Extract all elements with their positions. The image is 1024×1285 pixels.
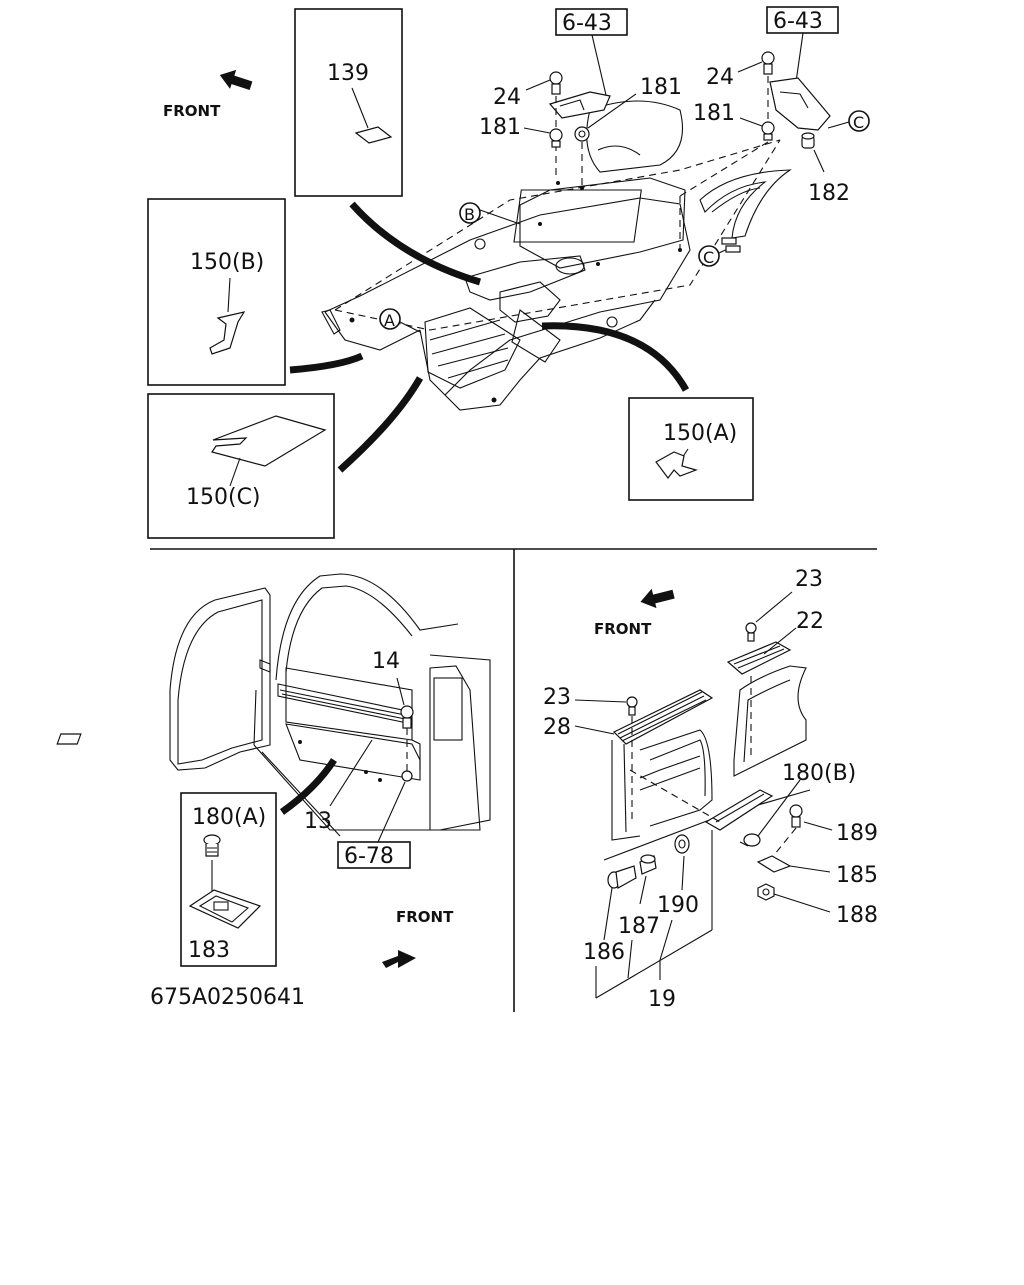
part-label-181-left: 181 bbox=[479, 115, 521, 140]
svg-text:B: B bbox=[464, 205, 475, 224]
part-label-13: 13 bbox=[304, 809, 332, 834]
part-label-182: 182 bbox=[808, 181, 850, 206]
part-label-150c: 150(C) bbox=[186, 485, 261, 510]
front-label-bottom: FRONT bbox=[396, 908, 454, 926]
leader-643-right bbox=[795, 32, 804, 83]
part-label-150a: 150(A) bbox=[663, 421, 737, 446]
ref-label-643-left: 6-43 bbox=[562, 11, 612, 36]
connector-curve-150a bbox=[541, 322, 690, 392]
part-label-14: 14 bbox=[372, 649, 400, 674]
screw-180b bbox=[739, 833, 761, 847]
front-label-mid: FRONT bbox=[594, 620, 652, 638]
pad-150c-part bbox=[211, 415, 327, 467]
bracket-right-part bbox=[769, 77, 831, 131]
screw-180a bbox=[203, 834, 221, 857]
detail-box-139 bbox=[294, 8, 403, 197]
detail-box-183 bbox=[180, 792, 277, 967]
step-plate-28 bbox=[612, 689, 714, 745]
leader-150c bbox=[229, 457, 241, 487]
pad-150b-part bbox=[209, 311, 246, 355]
part-label-28: 28 bbox=[543, 715, 571, 740]
nut-181-right bbox=[761, 121, 775, 141]
nut-188 bbox=[757, 883, 775, 901]
screw-23-top bbox=[745, 622, 757, 642]
part-label-187: 187 bbox=[618, 914, 660, 939]
clip-185 bbox=[756, 855, 792, 873]
part-label-190: 190 bbox=[657, 893, 699, 918]
front-arrow-mid-icon bbox=[640, 588, 675, 609]
connector-curve-150c bbox=[337, 376, 424, 473]
part-label-181-right: 181 bbox=[693, 101, 735, 126]
screw-23-left bbox=[626, 696, 638, 716]
callout-c-bracket: C bbox=[827, 110, 870, 132]
part-label-185: 185 bbox=[836, 863, 878, 888]
assembly-bracket-19 bbox=[595, 830, 713, 999]
part-label-180b: 180(B) bbox=[782, 761, 856, 786]
bolt-24-right bbox=[761, 51, 775, 75]
part-label-23-left: 23 bbox=[543, 685, 571, 710]
part-label-180a: 180(A) bbox=[192, 805, 266, 830]
plate-183 bbox=[188, 889, 262, 929]
connector-curve-150b bbox=[289, 352, 364, 374]
screw-189 bbox=[789, 804, 803, 828]
part-label-188: 188 bbox=[836, 903, 878, 928]
detail-box-150b bbox=[147, 198, 286, 386]
ref-box-643-left bbox=[555, 8, 628, 36]
part-label-24-left: 24 bbox=[493, 85, 521, 110]
leader-678 bbox=[377, 781, 406, 843]
callout-c-floor: C bbox=[698, 237, 741, 267]
bracket-left-part bbox=[548, 91, 611, 119]
washer-190 bbox=[674, 834, 690, 854]
part-label-189: 189 bbox=[836, 821, 878, 846]
part-label-23-top: 23 bbox=[795, 567, 823, 592]
svg-text:A: A bbox=[384, 311, 395, 330]
detail-box-150c bbox=[147, 393, 335, 539]
part-label-150b: 150(B) bbox=[190, 250, 264, 275]
leader-139 bbox=[351, 87, 369, 129]
connector-curve-180a bbox=[279, 758, 337, 815]
front-arrow-top-icon bbox=[219, 69, 253, 91]
ref-label-678: 6-78 bbox=[344, 844, 394, 869]
part-label-183: 183 bbox=[188, 938, 230, 963]
part-label-24-right: 24 bbox=[706, 65, 734, 90]
step-bracket bbox=[629, 769, 774, 831]
front-arrow-bottom-icon bbox=[382, 950, 416, 968]
rear-body-drawing bbox=[56, 573, 491, 837]
pad-139-part bbox=[354, 126, 393, 144]
bolt-24-left bbox=[549, 71, 563, 95]
detail-box-150a bbox=[628, 397, 754, 501]
part-label-22: 22 bbox=[796, 609, 824, 634]
part-label-139: 139 bbox=[327, 61, 369, 86]
svg-text:C: C bbox=[703, 248, 714, 267]
pad-150a-part bbox=[655, 451, 698, 479]
leader-643-left bbox=[591, 34, 607, 96]
callout-a: A bbox=[379, 308, 421, 333]
part-label-186: 186 bbox=[583, 940, 625, 965]
callout-b: B bbox=[459, 202, 521, 225]
part-label-181-center: 181 bbox=[640, 75, 682, 100]
nut-181-center bbox=[574, 126, 590, 142]
grommet-187 bbox=[639, 854, 657, 875]
screw-186 bbox=[607, 865, 637, 889]
ref-box-643-right bbox=[766, 6, 839, 34]
leader-150b bbox=[227, 277, 231, 313]
nut-181-left bbox=[549, 128, 563, 148]
front-label-top: FRONT bbox=[163, 102, 221, 120]
ref-label-643-right: 6-43 bbox=[773, 9, 823, 34]
connector-curve-139 bbox=[349, 201, 482, 286]
svg-text:C: C bbox=[853, 113, 864, 132]
scuff-plate-22 bbox=[726, 641, 792, 675]
ref-box-678 bbox=[337, 841, 411, 869]
drawing-code: 675A0250641 bbox=[150, 985, 305, 1010]
clip-182 bbox=[801, 132, 815, 149]
bolt-14 bbox=[400, 705, 414, 729]
part-label-19: 19 bbox=[648, 987, 676, 1012]
